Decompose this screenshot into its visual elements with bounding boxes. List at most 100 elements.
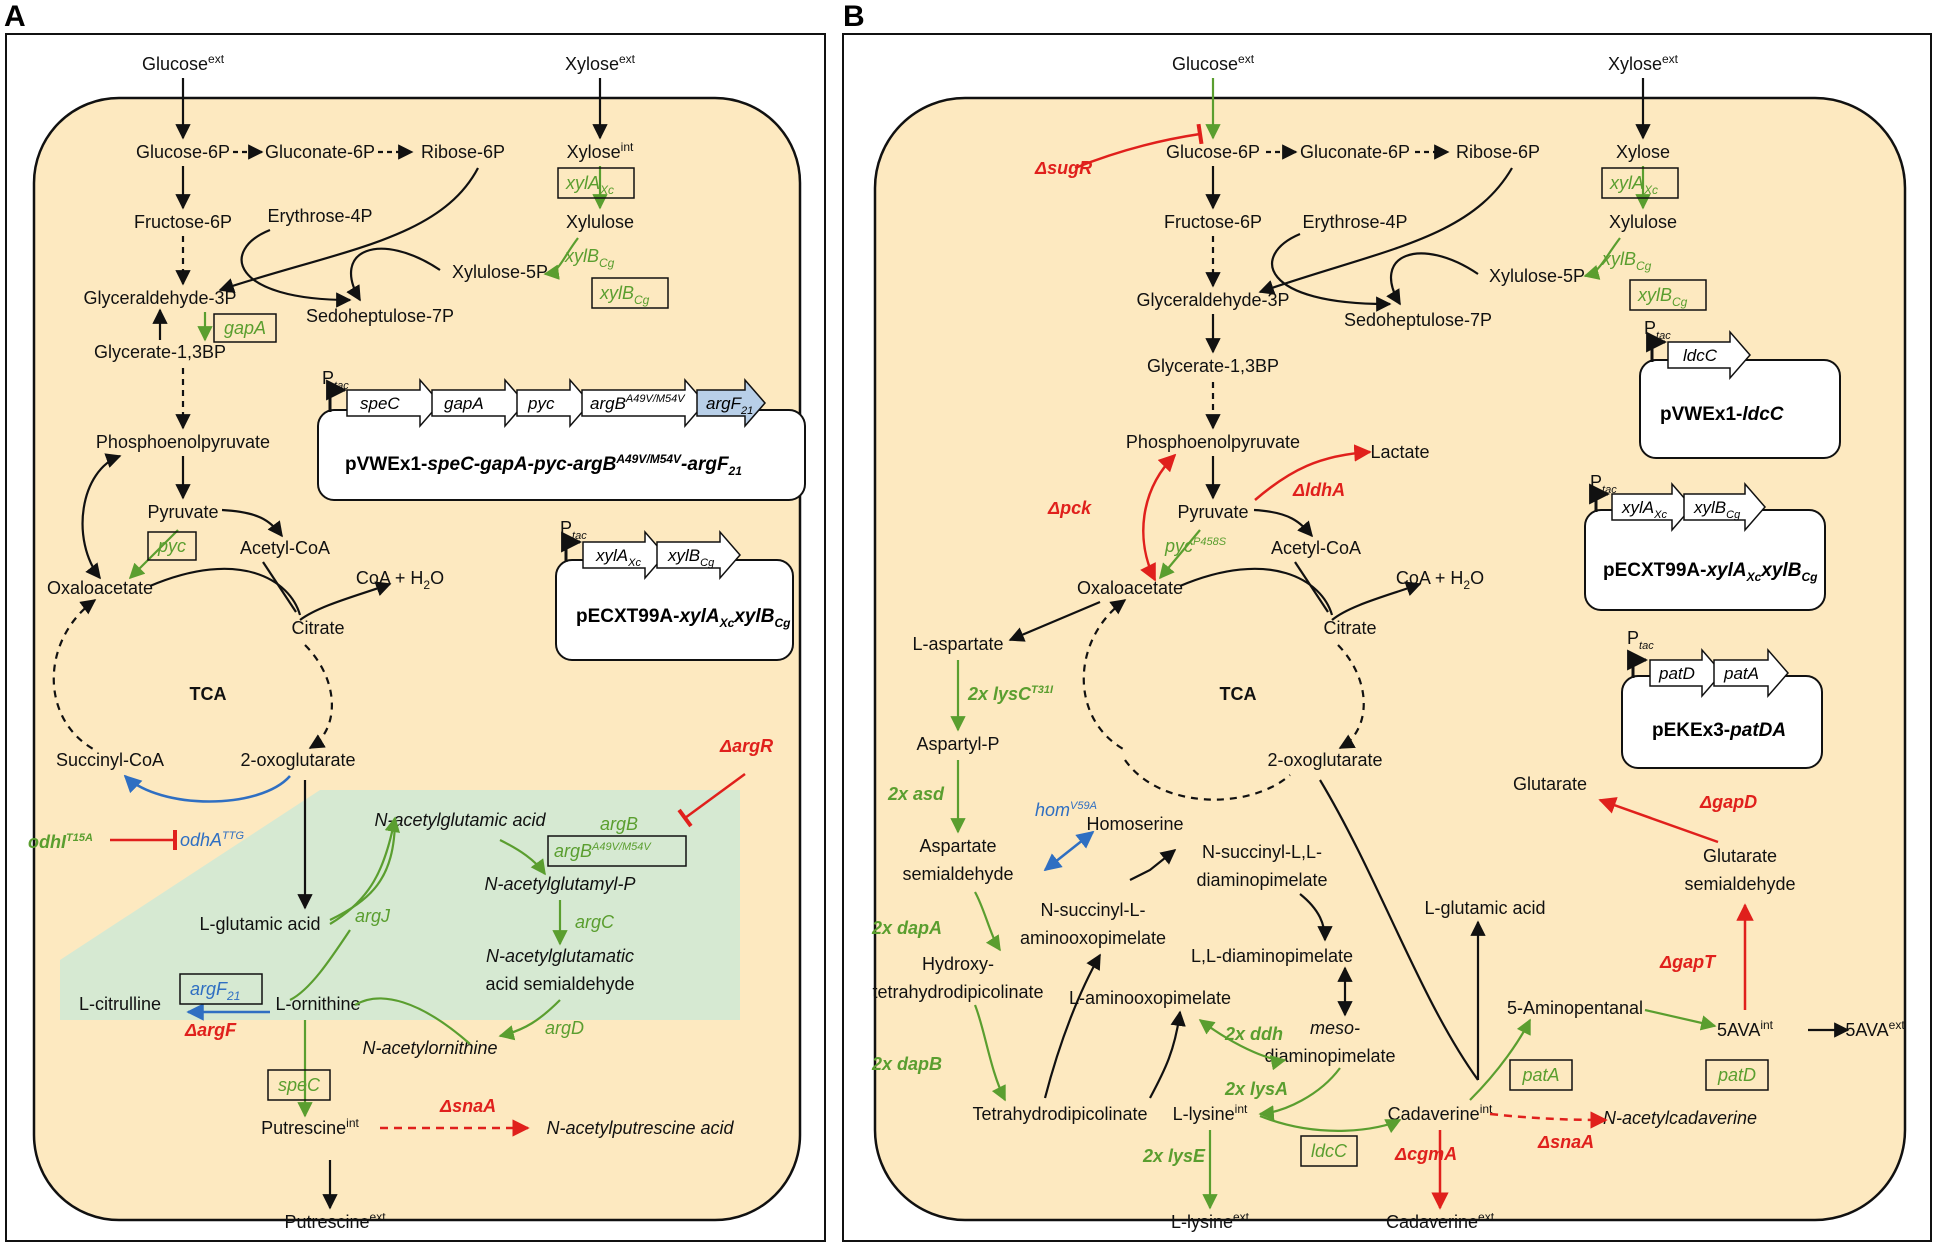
gene-b-xylB-label: xylBCg: [1601, 249, 1652, 273]
node-b-lysine-int: L-lysineint: [1173, 1102, 1248, 1124]
node-xylose-int: Xyloseint: [567, 140, 634, 162]
panel-a-letter: A: [4, 0, 26, 33]
node-b-fructose6p: Fructose-6P: [1164, 212, 1262, 232]
node-oxaloacetate: Oxaloacetate: [47, 578, 153, 598]
deletion-snaA: ΔsnaA: [439, 1096, 496, 1116]
node-b-tca: TCA: [1220, 684, 1257, 704]
node-b-aspsemi-2: semialdehyde: [902, 864, 1013, 884]
deletion-gapT: ΔgapT: [1659, 952, 1717, 972]
node-putrescine-ext: Putrescineext: [284, 1210, 386, 1232]
deletion-argF: ΔargF: [184, 1020, 237, 1040]
panel-b-letter: B: [843, 0, 865, 33]
panel-b-green-arrows: [950, 78, 1717, 1210]
plasmid-a1: Ptac speC gapA pyc argBA49V/M54V argF21 …: [317, 368, 806, 501]
node-b-glucose6p: Glucose-6P: [1166, 142, 1260, 162]
gene-b-asd: 2x asd: [887, 784, 945, 804]
plasmid-b3-name: pEKEx3-patDA: [1652, 720, 1786, 741]
plasmid-b2-name: pECXT99A-xylAXcxylBCg: [1603, 560, 1818, 584]
node-acetylglutamatic-1: N-acetylglutamatic: [486, 946, 634, 966]
deletion-b-snaA: ΔsnaA: [1537, 1132, 1594, 1152]
node-ornithine: L-ornithine: [275, 994, 360, 1014]
node-b-sava-int: 5AVAint: [1717, 1018, 1774, 1040]
plasmid-b2-gene-2: xylBCg: [1693, 498, 1741, 521]
plasmid-a1-gene-1: speC: [360, 394, 400, 413]
node-putrescine-int: Putrescineint: [261, 1116, 359, 1138]
node-b-aspartate: L-aspartate: [912, 634, 1003, 654]
node-xylose-ext: Xyloseext: [565, 52, 636, 74]
node-acetylglutamatic-2: acid semialdehyde: [485, 974, 634, 994]
node-b-meso-1: meso-: [1310, 1018, 1360, 1038]
node-b-glutarate-semi-1: Glutarate: [1703, 846, 1777, 866]
node-coa-h2o: CoA + H2O: [356, 568, 444, 592]
node-b-xylulose: Xylulose: [1609, 212, 1677, 232]
node-b-glyceraldehyde3p: Glyceraldehyde-3P: [1136, 290, 1289, 310]
node-glyceraldehyde3p: Glyceraldehyde-3P: [83, 288, 236, 308]
node-b-homoserine: Homoserine: [1086, 814, 1183, 834]
node-b-oxaloacetate: Oxaloacetate: [1077, 578, 1183, 598]
gene-b-dapB: 2x dapB: [871, 1054, 942, 1074]
panel-a-colored-arrows: [110, 772, 746, 1137]
gene-xylB-box: xylBCg: [599, 283, 650, 307]
gene-argB: argB: [600, 814, 638, 834]
node-b-lactate: Lactate: [1370, 442, 1429, 462]
plasmid-a1-gene-4: argBA49V/M54V: [590, 393, 686, 413]
panel-a: A Glucoseext Xyloseext Glucose-6P Glucon…: [4, 0, 826, 1242]
plasmid-b1: Ptac ldcC pVWEx1-ldcC: [1639, 318, 1841, 459]
node-b-aminopentanal: 5-Aminopentanal: [1507, 998, 1643, 1018]
node-b-lldiamino: L,L-diaminopimelate: [1191, 946, 1353, 966]
plasmid-b1-gene: ldcC: [1683, 346, 1718, 365]
node-b-erythrose4p: Erythrose-4P: [1302, 212, 1407, 232]
node-b-acetylcoa: Acetyl-CoA: [1271, 538, 1361, 558]
node-pyruvate: Pyruvate: [147, 502, 218, 522]
gene-b-patD: patD: [1717, 1065, 1756, 1085]
gene-b-dapA: 2x dapA: [871, 918, 942, 938]
gene-b-xylA: xylAXc: [1609, 173, 1658, 197]
plasmid-a1-gene-2: gapA: [444, 394, 484, 413]
gene-b-lysC: 2x lysCT31I: [967, 684, 1054, 704]
gene-argD: argD: [545, 1018, 584, 1038]
node-acetylcoa: Acetyl-CoA: [240, 538, 330, 558]
node-b-xylose-ext: Xyloseext: [1608, 52, 1679, 74]
node-b-glucose-ext: Glucoseext: [1172, 52, 1255, 74]
node-ribose6p: Ribose-6P: [421, 142, 505, 162]
node-b-meso-2: diaminopimelate: [1264, 1046, 1395, 1066]
node-glucose6p: Glucose-6P: [136, 142, 230, 162]
panel-b-black-arrows: [1008, 78, 1850, 1099]
node-glutamic: L-glutamic acid: [199, 914, 320, 934]
node-acetylputrescine: N-acetylputrescine acid: [546, 1118, 734, 1138]
node-b-pep: Phosphoenolpyruvate: [1126, 432, 1300, 452]
panel-a-black-arrows: [52, 78, 608, 1210]
node-tca: TCA: [190, 684, 227, 704]
node-b-nsucc-2: diaminopimelate: [1196, 870, 1327, 890]
panel-b: B Glucoseext Xyloseext Glucose-6P Glucon…: [842, 0, 1932, 1242]
panel-b-frame: [842, 33, 1932, 1242]
node-b-aspsemi-1: Aspartate: [919, 836, 996, 856]
deletion-cgmA: ΔcgmA: [1394, 1144, 1457, 1164]
node-b-aspartylp: Aspartyl-P: [916, 734, 999, 754]
gene-b-ldcC: ldcC: [1311, 1141, 1348, 1161]
node-b-pyruvate: Pyruvate: [1177, 502, 1248, 522]
gene-speC: speC: [278, 1075, 321, 1095]
node-acetylglutamyl: N-acetylglutamyl-P: [484, 874, 635, 894]
node-b-glutarate: Glutarate: [1513, 774, 1587, 794]
node-b-glycerate13bp: Glycerate-1,3BP: [1147, 356, 1279, 376]
node-b-glutamic: L-glutamic acid: [1424, 898, 1545, 918]
node-b-cadaverine-int: Cadaverineint: [1388, 1102, 1493, 1124]
node-b-hydroxy-2: tetrahydrodipicolinate: [872, 982, 1043, 1002]
arginine-region: [60, 790, 740, 1020]
panel-b-genes: ΔsugR xylAXc xylBCg xylBCg ΔldhA Δpck py…: [871, 158, 1769, 1167]
gene-xylA: xylAXc: [565, 173, 614, 197]
gene-xylB-label: xylBCg: [564, 246, 615, 270]
panel-a-green-arrows: [128, 166, 608, 1118]
ptac-label-b3: Ptac: [1627, 628, 1654, 652]
gene-odhI: odhIT15A: [28, 832, 93, 852]
node-oxoglutarate: 2-oxoglutarate: [240, 750, 355, 770]
node-b-gluconate6p: Gluconate-6P: [1300, 142, 1410, 162]
plasmid-a2-name: pECXT99A-xylAXcxylBCg: [576, 606, 791, 630]
node-fructose6p: Fructose-6P: [134, 212, 232, 232]
node-b-glutarate-semi-2: semialdehyde: [1684, 874, 1795, 894]
node-xylulose: Xylulose: [566, 212, 634, 232]
node-b-thdp: Tetrahydrodipicolinate: [972, 1104, 1147, 1124]
plasmid-a2-gene-2: xylBCg: [667, 546, 715, 569]
deletion-pck: Δpck: [1047, 498, 1092, 518]
